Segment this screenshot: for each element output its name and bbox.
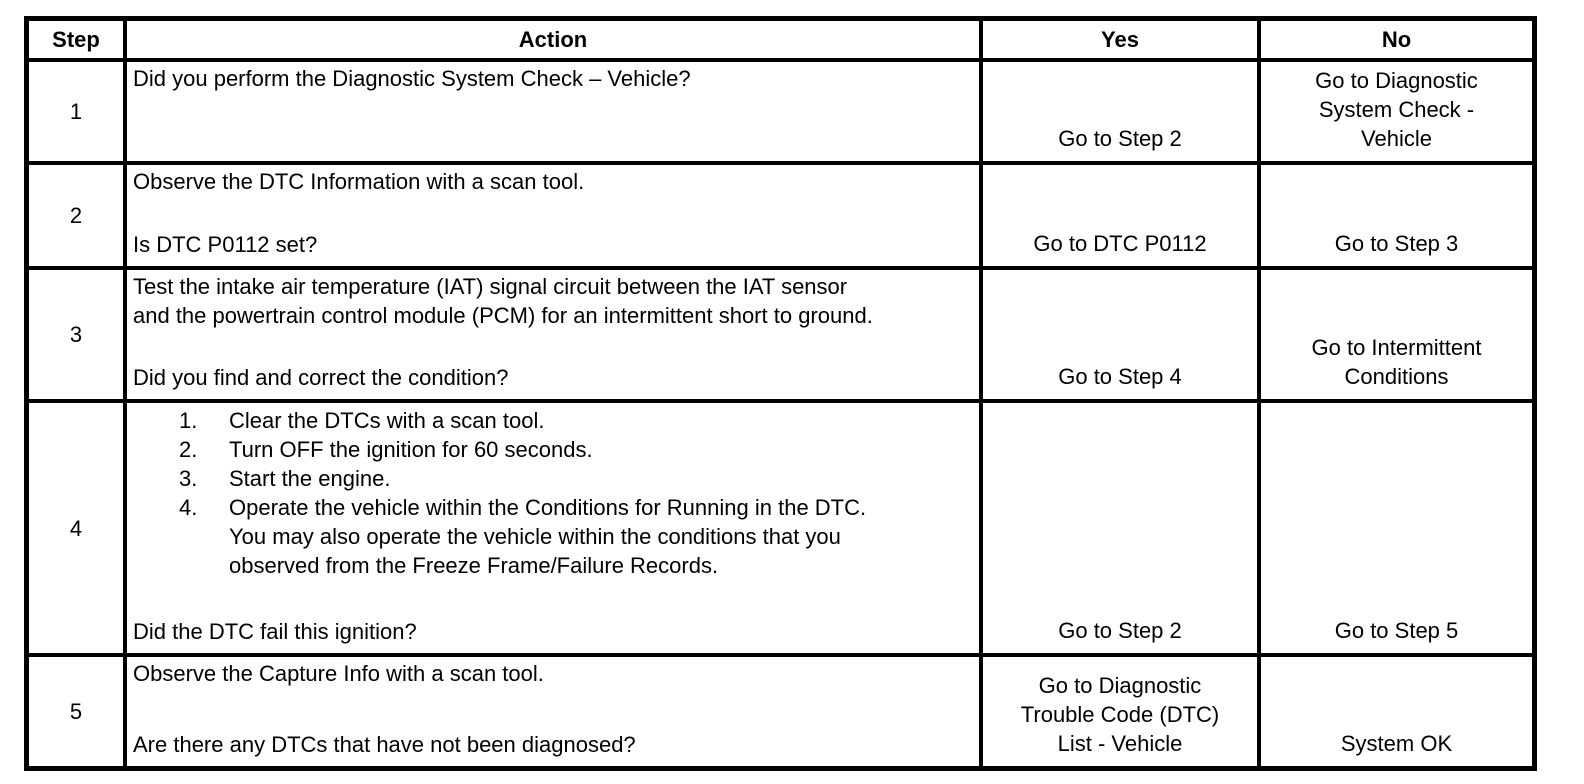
list-item: 3. Start the engine. [133,464,971,493]
list-number: 1. [179,408,198,433]
column-header-action: Action [127,21,983,62]
action-intro: Observe the Capture Info with a scan too… [133,661,544,686]
yes-cell: Go to DTC P0112 [983,165,1261,270]
action-intro: Did you perform the Diagnostic System Ch… [133,66,691,91]
yes-text: Go to Step 2 [1058,126,1182,151]
list-text: Turn OFF the ignition for 60 seconds. [229,437,593,462]
yes-text: Go to DTC P0112 [1033,231,1207,256]
yes-cell: Go to Step 4 [983,270,1261,403]
step-cell: 4 [29,403,127,657]
action-question: Did you find and correct the condition? [133,365,509,390]
list-number: 2. [179,437,198,462]
no-cell: System OK [1261,657,1532,766]
no-cell: Go to Step 3 [1261,165,1532,270]
action-numbered-list: 1. Clear the DTCs with a scan tool. 2. T… [133,405,971,580]
list-text: Start the engine. [229,466,391,491]
yes-cell: Go to Step 2 [983,62,1261,165]
step-cell: 3 [29,270,127,403]
yes-cell: Go to Step 2 [983,403,1261,657]
yes-text: Go to Step 2 [1058,618,1182,643]
action-intro: Test the intake air temperature (IAT) si… [133,274,873,328]
no-cell: Go to Diagnostic System Check - Vehicle [1261,62,1532,165]
yes-cell: Go to Diagnostic Trouble Code (DTC) List… [983,657,1261,766]
no-text: Go to Step 3 [1334,231,1459,256]
step-cell: 1 [29,62,127,165]
column-header-yes: Yes [983,21,1261,62]
action-question: Are there any DTCs that have not been di… [133,732,636,757]
list-item: 1. Clear the DTCs with a scan tool. [133,406,971,435]
step-cell: 5 [29,657,127,766]
yes-text: Go to Step 4 [1058,364,1182,389]
no-cell: Go to Step 5 [1261,403,1532,657]
list-number: 3. [179,466,198,491]
action-cell: Observe the Capture Info with a scan too… [127,657,983,766]
list-item: 4. Operate the vehicle within the Condit… [133,493,971,580]
list-item: 2. Turn OFF the ignition for 60 seconds. [133,435,971,464]
step-cell: 2 [29,165,127,270]
column-header-step: Step [29,21,127,62]
column-header-no: No [1261,21,1532,62]
action-question: Is DTC P0112 set? [133,232,318,257]
no-text: Go to Step 5 [1334,618,1459,643]
diagnostic-table: Step Action Yes No 1 Did you perform the… [24,16,1537,771]
action-intro: Observe the DTC Information with a scan … [133,169,585,194]
yes-text: Go to Diagnostic Trouble Code (DTC) List… [1020,673,1220,756]
no-cell: Go to Intermittent Conditions [1261,270,1532,403]
action-cell: Did you perform the Diagnostic System Ch… [127,62,983,165]
no-text: Go to Diagnostic System Check - Vehicle [1315,68,1478,151]
action-cell: Test the intake air temperature (IAT) si… [127,270,983,403]
list-text: Clear the DTCs with a scan tool. [229,408,545,433]
list-number: 4. [179,495,198,520]
action-question: Did the DTC fail this ignition? [133,619,417,644]
no-text: System OK [1340,731,1453,756]
action-cell: 1. Clear the DTCs with a scan tool. 2. T… [127,403,983,657]
no-text: Go to Intermittent Conditions [1311,335,1482,389]
action-cell: Observe the DTC Information with a scan … [127,165,983,270]
list-text: Operate the vehicle within the Condition… [229,495,867,578]
